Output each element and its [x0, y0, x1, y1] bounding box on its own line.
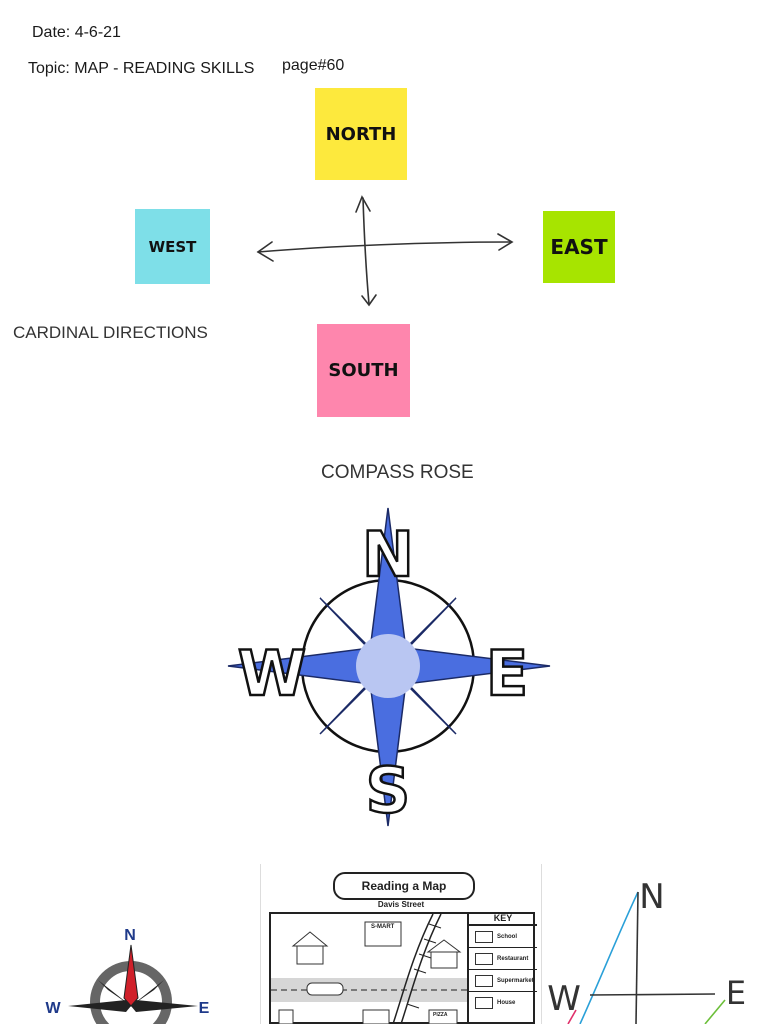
- key-label-house: House: [497, 999, 516, 1006]
- small-letter-n: N: [124, 927, 136, 944]
- small-letter-w: W: [45, 1000, 61, 1017]
- shop-sign: S-MART: [371, 924, 395, 930]
- map-key: KEY School Restaurant Supermarket House: [467, 912, 537, 1024]
- restaurant-icon: [475, 952, 493, 965]
- date-label: Date: 4-6-21: [32, 24, 121, 41]
- west-sticky-note: WEST: [135, 209, 210, 284]
- key-label-school: School: [497, 933, 518, 940]
- map-key-title: KEY: [469, 912, 537, 926]
- map-worksheet-card: Reading a Map Davis Street S-MART PIZZA: [260, 864, 542, 1024]
- page-number: page#60: [282, 57, 345, 74]
- rose-letter-w: W: [238, 637, 306, 710]
- supermarket-icon: [475, 974, 493, 987]
- map-drawing: [271, 914, 467, 1024]
- compass-rose-graphic: N W E S: [227, 507, 551, 828]
- key-label-restaurant: Restaurant: [497, 955, 529, 962]
- east-sticky-note: EAST: [543, 211, 615, 283]
- small-compass-graphic: N W E: [45, 927, 210, 1024]
- map-frame: S-MART PIZZA KEY School Restaurant Super…: [269, 912, 537, 1024]
- hand-letter-w: W: [547, 979, 581, 1019]
- pizza-sign: PIZZA: [433, 1012, 448, 1018]
- topic-label: Topic: MAP - READING SKILLS: [28, 60, 255, 77]
- map-street-label: Davis Street: [377, 900, 425, 909]
- rose-letter-e: E: [486, 637, 528, 710]
- west-label: WEST: [148, 237, 197, 256]
- key-row-supermarket: Supermarket: [469, 970, 537, 992]
- house-icon: [475, 996, 493, 1009]
- key-row-restaurant: Restaurant: [469, 948, 537, 970]
- map-title: Reading a Map: [333, 872, 475, 900]
- key-row-house: House: [469, 992, 537, 1013]
- small-letter-e: E: [199, 1000, 210, 1017]
- key-row-school: School: [469, 926, 537, 948]
- cardinal-directions-label: CARDINAL DIRECTIONS: [13, 323, 208, 342]
- school-icon: [475, 930, 493, 943]
- east-label: EAST: [550, 235, 608, 259]
- hand-drawn-compass: N W E: [547, 877, 746, 1024]
- hand-letter-n: N: [639, 877, 664, 917]
- compass-rose-title: COMPASS ROSE: [321, 462, 474, 483]
- rose-letter-n: N: [362, 518, 414, 591]
- key-label-supermarket: Supermarket: [497, 977, 534, 984]
- north-sticky-note: NORTH: [315, 88, 407, 180]
- hand-letter-e: E: [726, 974, 746, 1012]
- rose-letter-s: S: [366, 754, 411, 827]
- north-label: NORTH: [325, 123, 397, 145]
- south-sticky-note: SOUTH: [317, 324, 410, 417]
- south-label: SOUTH: [328, 360, 399, 381]
